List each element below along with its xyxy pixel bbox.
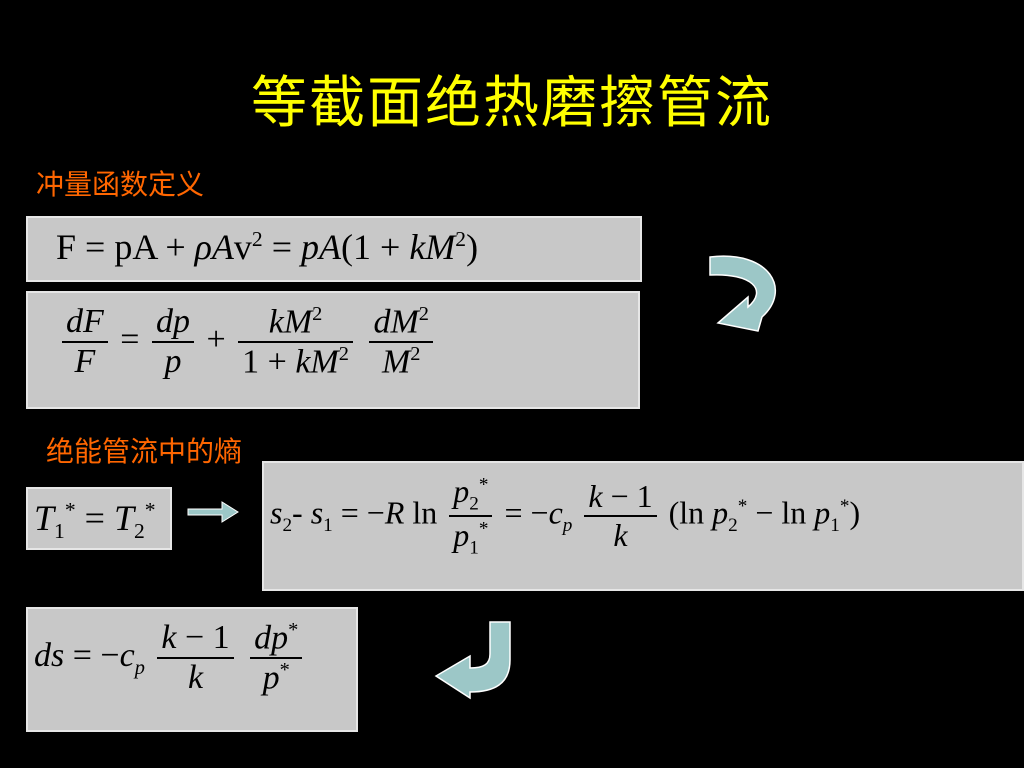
equation-box-impulse-definition: F = pA + ρAv2 = pA(1 + kM2) bbox=[26, 216, 642, 282]
section-heading-impulse: 冲量函数定义 bbox=[36, 168, 205, 201]
curved-arrow-icon bbox=[434, 621, 511, 700]
curved-arrow-icon bbox=[709, 255, 777, 332]
section-heading-entropy: 绝能管流中的熵 bbox=[46, 435, 243, 468]
page-title: 等截面绝热磨擦管流 bbox=[251, 71, 773, 136]
equation-box-stagnation-temperature: T1* = T2* bbox=[26, 487, 172, 550]
right-arrow-icon bbox=[187, 501, 239, 523]
equation-stagnation-temperature: T1* = T2* bbox=[34, 498, 156, 544]
equation-impulse-definition: F = pA + ρAv2 = pA(1 + kM2) bbox=[56, 227, 479, 267]
